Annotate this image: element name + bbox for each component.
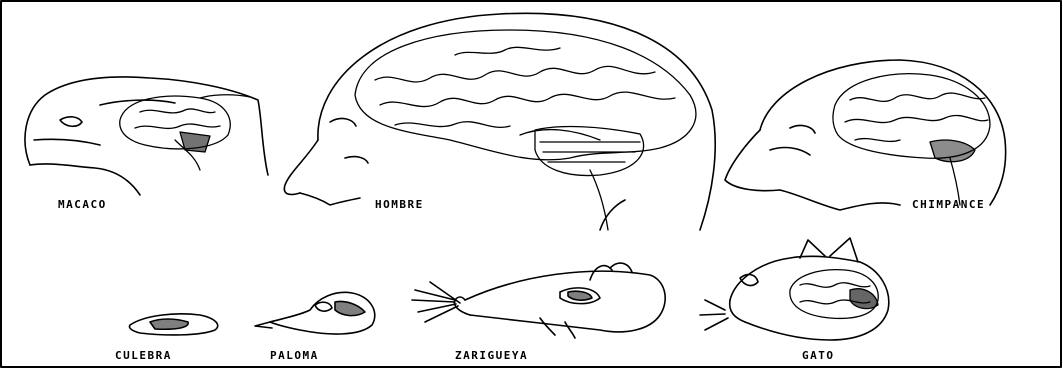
pigeon-head-drawing xyxy=(255,292,375,334)
label-zarigueya: ZARIGUEYA xyxy=(455,349,528,362)
label-gato: GATO xyxy=(802,349,835,362)
chimpanzee-head-drawing xyxy=(725,60,1006,210)
chimpanzee-brain-drawing xyxy=(833,74,990,205)
snake-head-drawing xyxy=(129,314,217,335)
label-macaco: MACACO xyxy=(58,198,107,211)
opossum-head-drawing xyxy=(412,263,665,338)
human-head-drawing xyxy=(284,13,715,230)
label-paloma: PALOMA xyxy=(270,349,319,362)
macaque-brain-drawing xyxy=(120,95,250,170)
cat-brain-drawing xyxy=(790,270,878,319)
label-hombre: HOMBRE xyxy=(375,198,424,211)
label-chimpance: CHIMPANCE xyxy=(912,198,985,211)
label-culebra: CULEBRA xyxy=(115,349,172,362)
